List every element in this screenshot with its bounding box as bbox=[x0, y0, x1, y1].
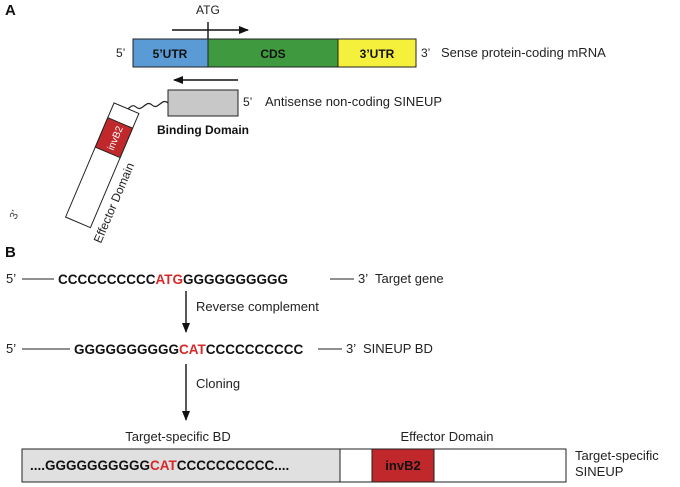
sineup-description: Antisense non-coding SINEUP bbox=[265, 94, 442, 109]
mrna-description: Sense protein-coding mRNA bbox=[441, 45, 606, 60]
target-five-prime: 5’ bbox=[6, 271, 16, 286]
linker-wave bbox=[123, 101, 169, 110]
invb2-box-a bbox=[94, 116, 134, 159]
sineup-desc-line1: Target-specific bbox=[575, 448, 659, 463]
binding-domain-box bbox=[167, 89, 239, 117]
cds-label: CDS bbox=[260, 47, 285, 61]
bd-three-prime: 3’ bbox=[346, 341, 356, 356]
bd-seq-cat: CAT bbox=[179, 342, 206, 357]
cloning-label: Cloning bbox=[196, 376, 240, 391]
utr3-segment bbox=[337, 38, 417, 68]
target-seq-atg: ATG bbox=[156, 272, 184, 287]
panel-b-label: B bbox=[5, 244, 16, 261]
construct-seq-right: CCCCCCCCCC.... bbox=[177, 458, 290, 473]
bd-five-prime: 5’ bbox=[6, 341, 16, 356]
invb2-label-b: invB2 bbox=[385, 458, 420, 473]
cds-segment bbox=[207, 38, 339, 68]
target-sequence: CCCCCCCCCCATGGGGGGGGGGG bbox=[58, 272, 288, 287]
mrna-five-prime: 5’ bbox=[116, 46, 125, 60]
bd-sequence: GGGGGGGGGGCATCCCCCCCCCC bbox=[74, 342, 304, 357]
binding-domain-label: Binding Domain bbox=[157, 123, 249, 137]
invb2-box-b bbox=[371, 448, 435, 483]
sineup-five-prime: 5’ bbox=[243, 95, 252, 109]
atg-label: ATG bbox=[196, 3, 220, 17]
bd-seq-right: CCCCCCCCCC bbox=[206, 342, 304, 357]
construct-bd-box bbox=[21, 448, 341, 483]
utr3-label: 3’UTR bbox=[360, 47, 395, 61]
bd-description: SINEUP BD bbox=[363, 341, 433, 356]
utr5-label: 5’UTR bbox=[153, 47, 188, 61]
sineup-three-prime: 3’ bbox=[8, 209, 22, 222]
construct-seq-left: ....GGGGGGGGGG bbox=[30, 458, 150, 473]
sineup-desc-line2: SINEUP bbox=[575, 464, 623, 479]
target-description: Target gene bbox=[375, 271, 444, 286]
bd-seq-left: GGGGGGGGGG bbox=[74, 342, 179, 357]
effector-domain-group: invB2 Effector Domain bbox=[64, 102, 140, 245]
target-specific-bd-label: Target-specific BD bbox=[125, 429, 230, 444]
mrna-three-prime: 3’ bbox=[421, 46, 430, 60]
effector-domain-header: Effector Domain bbox=[401, 429, 494, 444]
construct-seq-cat: CAT bbox=[150, 458, 177, 473]
panel-a-label: A bbox=[5, 2, 16, 19]
reverse-complement-label: Reverse complement bbox=[196, 299, 319, 314]
target-three-prime: 3’ bbox=[358, 271, 368, 286]
target-seq-left: CCCCCCCCCC bbox=[58, 272, 156, 287]
target-seq-right: GGGGGGGGGG bbox=[183, 272, 288, 287]
construct-sequence: ....GGGGGGGGGGCATCCCCCCCCCC.... bbox=[30, 458, 289, 473]
